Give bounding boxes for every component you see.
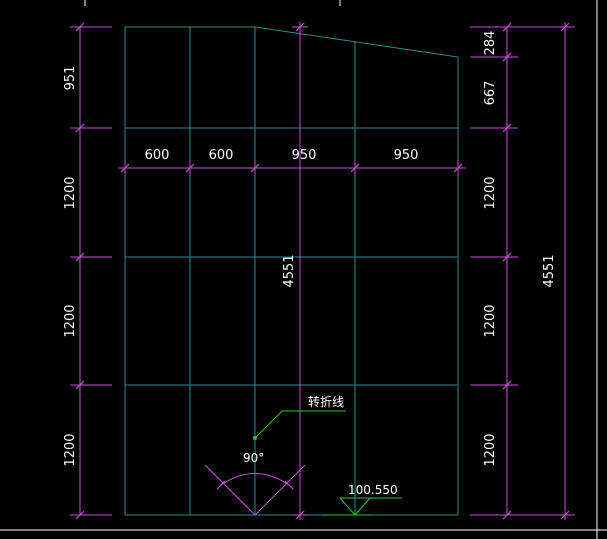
angle-ticks xyxy=(216,480,294,490)
dim-right-2: 667 xyxy=(483,81,498,106)
elevation-label: 100.550 xyxy=(348,483,398,497)
dim-top-4: 950 xyxy=(394,148,419,163)
dim-top-1: 600 xyxy=(145,148,170,163)
dim-right-1: 284 xyxy=(483,31,498,56)
dim-left-2: 1200 xyxy=(63,176,78,209)
dim-left-3: 1200 xyxy=(63,304,78,337)
dimension-ticks xyxy=(75,22,570,520)
fold-line-leader xyxy=(254,410,346,439)
dim-right-5: 1200 xyxy=(483,433,498,466)
elevation-marker xyxy=(322,497,402,516)
dim-top-2: 600 xyxy=(209,148,234,163)
fold-line-label: 转折线 xyxy=(308,394,344,409)
dim-overall-right: 4551 xyxy=(542,254,557,287)
wall-grid xyxy=(124,26,459,516)
dim-overall-center: 4551 xyxy=(282,254,297,287)
dim-right-3: 1200 xyxy=(483,176,498,209)
dim-left-4: 1200 xyxy=(63,433,78,466)
dim-left-1: 951 xyxy=(63,66,78,91)
angle-label: 90° xyxy=(243,451,264,465)
leader-dot xyxy=(253,436,257,440)
dim-top-3: 950 xyxy=(292,148,317,163)
dimension-lines xyxy=(70,22,575,520)
angle-marker xyxy=(204,464,306,516)
dim-right-4: 1200 xyxy=(483,304,498,337)
